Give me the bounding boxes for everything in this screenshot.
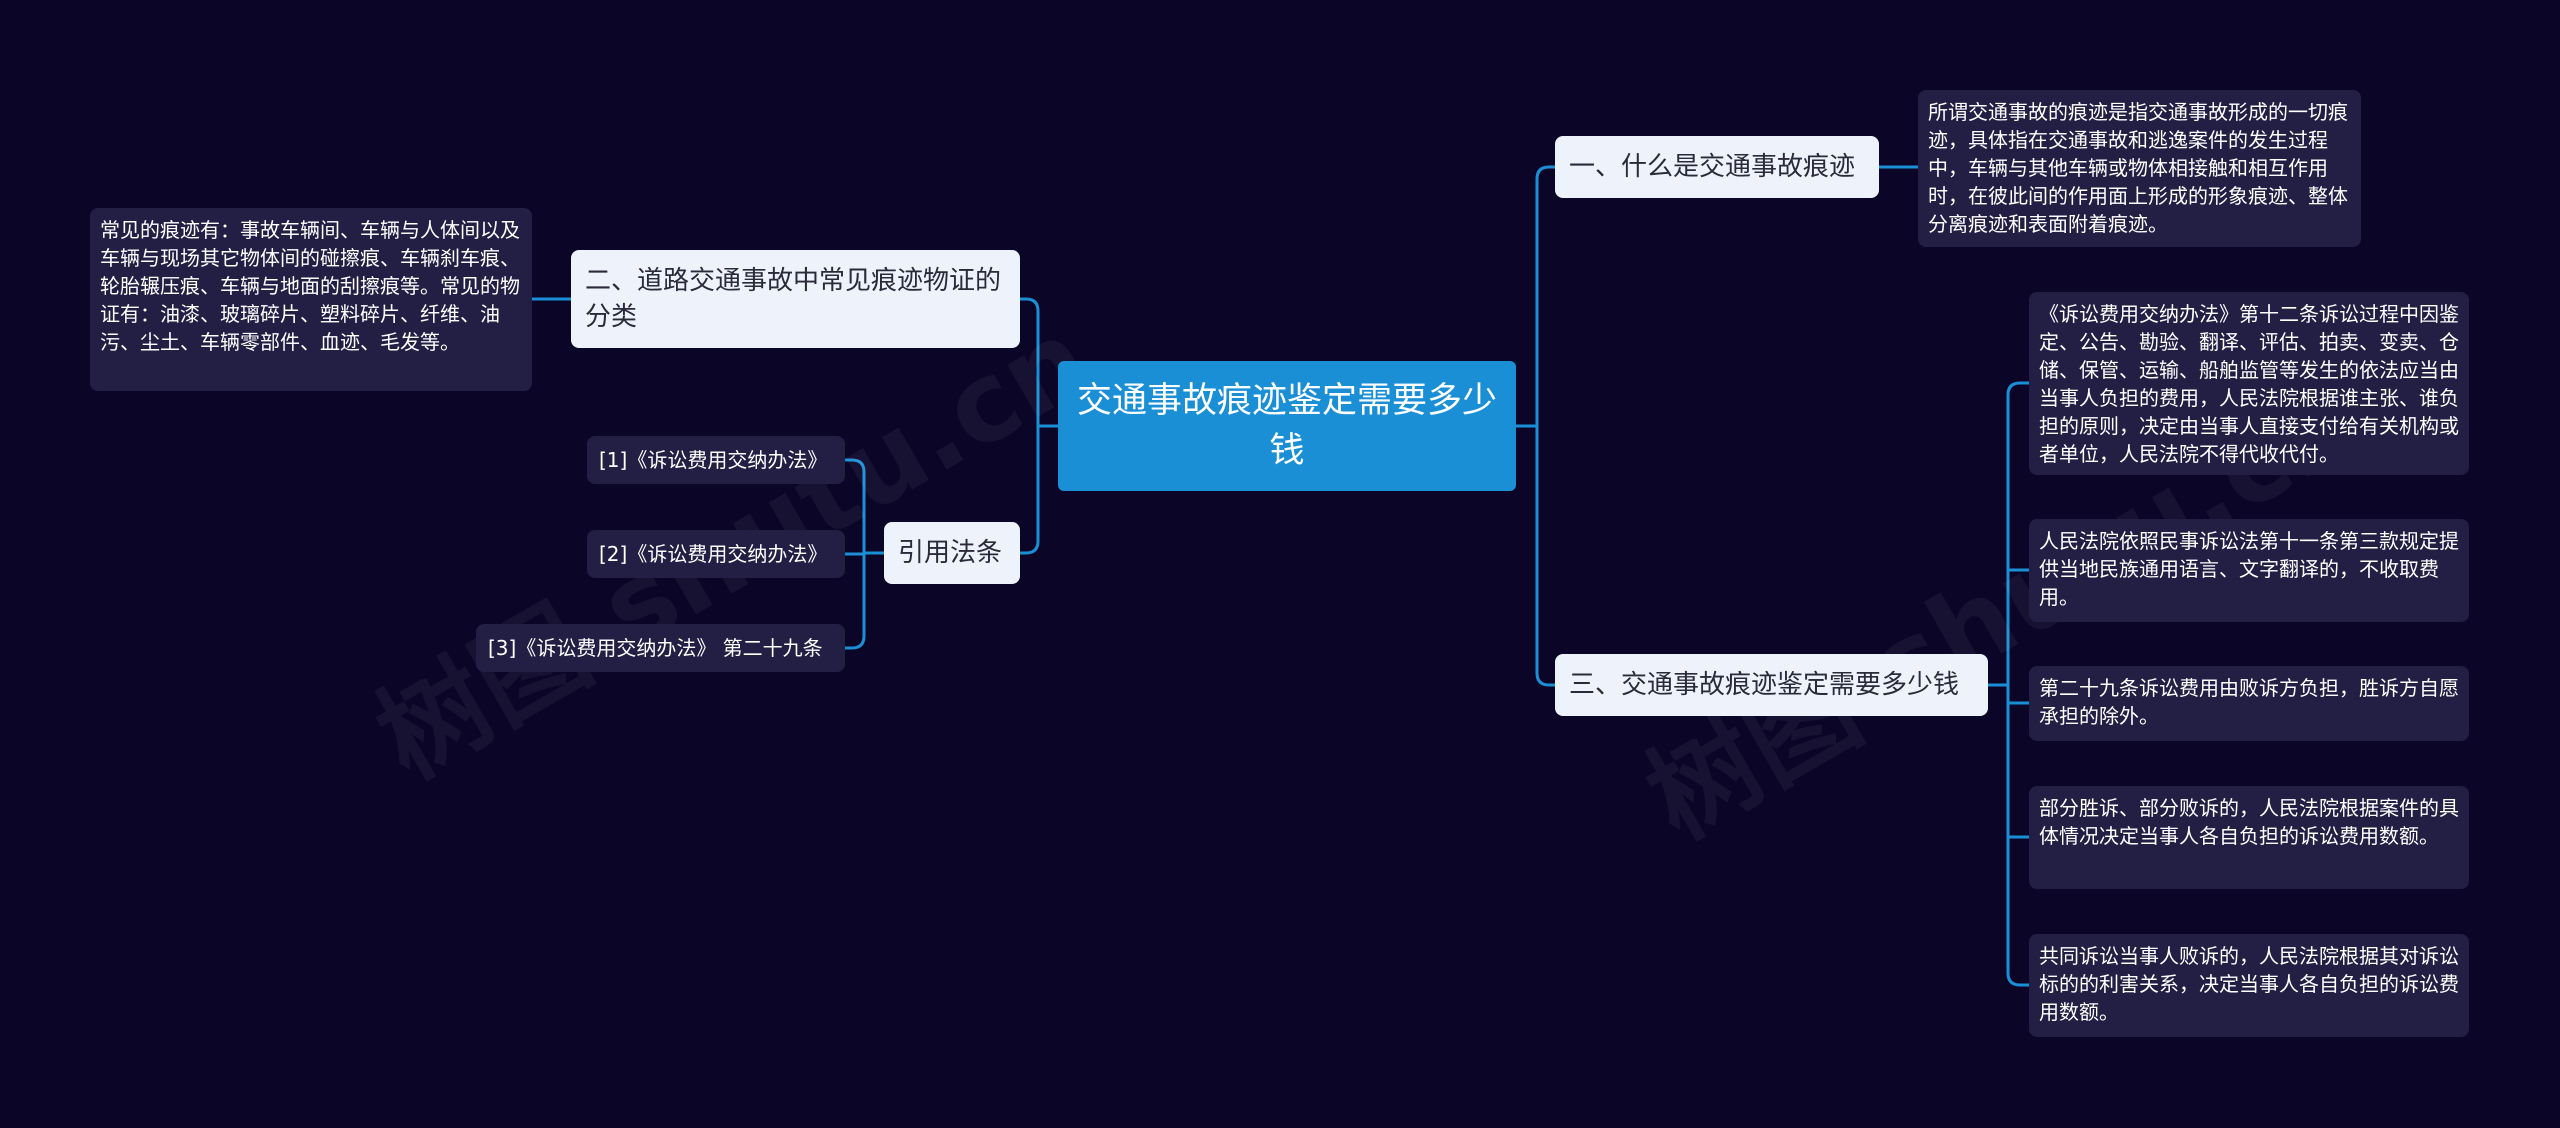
topic-label: 一、什么是交通事故痕迹 [1569, 152, 1856, 182]
connector-line-21 [845, 635, 866, 650]
note-text: 常见的痕迹有：事故车辆间、车辆与人体间以及车辆与现场其它物体间的碰擦痕、车辆刹车… [100, 218, 520, 354]
connector-line-6 [1020, 297, 1040, 312]
topic-what-is-trace[interactable]: 一、什么是交通事故痕迹 [1555, 136, 1879, 198]
note-cost-translation: 人民法院依照民事诉讼法第十一条第三款规定提供当地民族通用语言、文字翻译的，不收取… [2029, 519, 2469, 622]
ref-text: [2]《诉讼费用交纳办法》 [599, 542, 828, 566]
topic-cited-laws[interactable]: 引用法条 [884, 522, 1020, 584]
note-cost-joint: 共同诉讼当事人败诉的，人民法院根据其对诉讼标的的利害关系，决定当事人各自负担的诉… [2029, 934, 2469, 1037]
ref-text: [3]《诉讼费用交纳办法》 第二十九条 [488, 636, 823, 660]
note-cost-article-12: 《诉讼费用交纳办法》第十二条诉讼过程中因鉴定、公告、勘验、翻译、评估、拍卖、变卖… [2029, 292, 2469, 475]
note-text: 部分胜诉、部分败诉的，人民法院根据案件的具体情况决定当事人各自负担的诉讼费用数额… [2039, 796, 2459, 848]
ref-text: [1]《诉讼费用交纳办法》 [599, 448, 828, 472]
note-text: 第二十九条诉讼费用由败诉方负担，胜诉方自愿承担的除外。 [2039, 676, 2459, 728]
topic-label: 三、交通事故痕迹鉴定需要多少钱 [1569, 670, 1960, 700]
note-text: 共同诉讼当事人败诉的，人民法院根据其对诉讼标的的利害关系，决定当事人各自负担的诉… [2039, 944, 2459, 1024]
root-topic-label: 交通事故痕迹鉴定需要多少钱 [1076, 381, 1497, 471]
connector-line-16 [2006, 972, 2029, 987]
connector-line-7 [1020, 540, 1040, 555]
topic-label: 二、道路交通事故中常见痕迹物证的分类 [585, 266, 1002, 332]
note-trace-definition: 所谓交通事故的痕迹是指交通事故形成的一切痕迹，具体指在交通事故和逃逸案件的发生过… [1918, 90, 2361, 247]
root-topic[interactable]: 交通事故痕迹鉴定需要多少钱 [1058, 361, 1516, 491]
note-cost-partial: 部分胜诉、部分败诉的，人民法院根据案件的具体情况决定当事人各自负担的诉讼费用数额… [2029, 786, 2469, 889]
connector-line-3 [1535, 672, 1555, 687]
connector-line-12 [2006, 381, 2029, 396]
topic-label: 引用法条 [898, 538, 1003, 568]
ref-item-2[interactable]: [2]《诉讼费用交纳办法》 [587, 530, 845, 578]
topic-appraisal-cost[interactable]: 三、交通事故痕迹鉴定需要多少钱 [1555, 654, 1988, 716]
note-trace-types: 常见的痕迹有：事故车辆间、车辆与人体间以及车辆与现场其它物体间的碰擦痕、车辆刹车… [90, 208, 532, 391]
note-cost-article-29: 第二十九条诉讼费用由败诉方负担，胜诉方自愿承担的除外。 [2029, 666, 2469, 741]
connector-line-2 [1535, 165, 1555, 180]
connector-line-19 [845, 458, 866, 473]
topic-trace-classification[interactable]: 二、道路交通事故中常见痕迹物证的分类 [571, 250, 1020, 348]
ref-item-3[interactable]: [3]《诉讼费用交纳办法》 第二十九条 [476, 624, 845, 672]
note-text: 《诉讼费用交纳办法》第十二条诉讼过程中因鉴定、公告、勘验、翻译、评估、拍卖、变卖… [2039, 302, 2459, 466]
note-text: 人民法院依照民事诉讼法第十一条第三款规定提供当地民族通用语言、文字翻译的，不收取… [2039, 529, 2459, 609]
ref-item-1[interactable]: [1]《诉讼费用交纳办法》 [587, 436, 845, 484]
note-text: 所谓交通事故的痕迹是指交通事故形成的一切痕迹，具体指在交通事故和逃逸案件的发生过… [1928, 100, 2348, 236]
